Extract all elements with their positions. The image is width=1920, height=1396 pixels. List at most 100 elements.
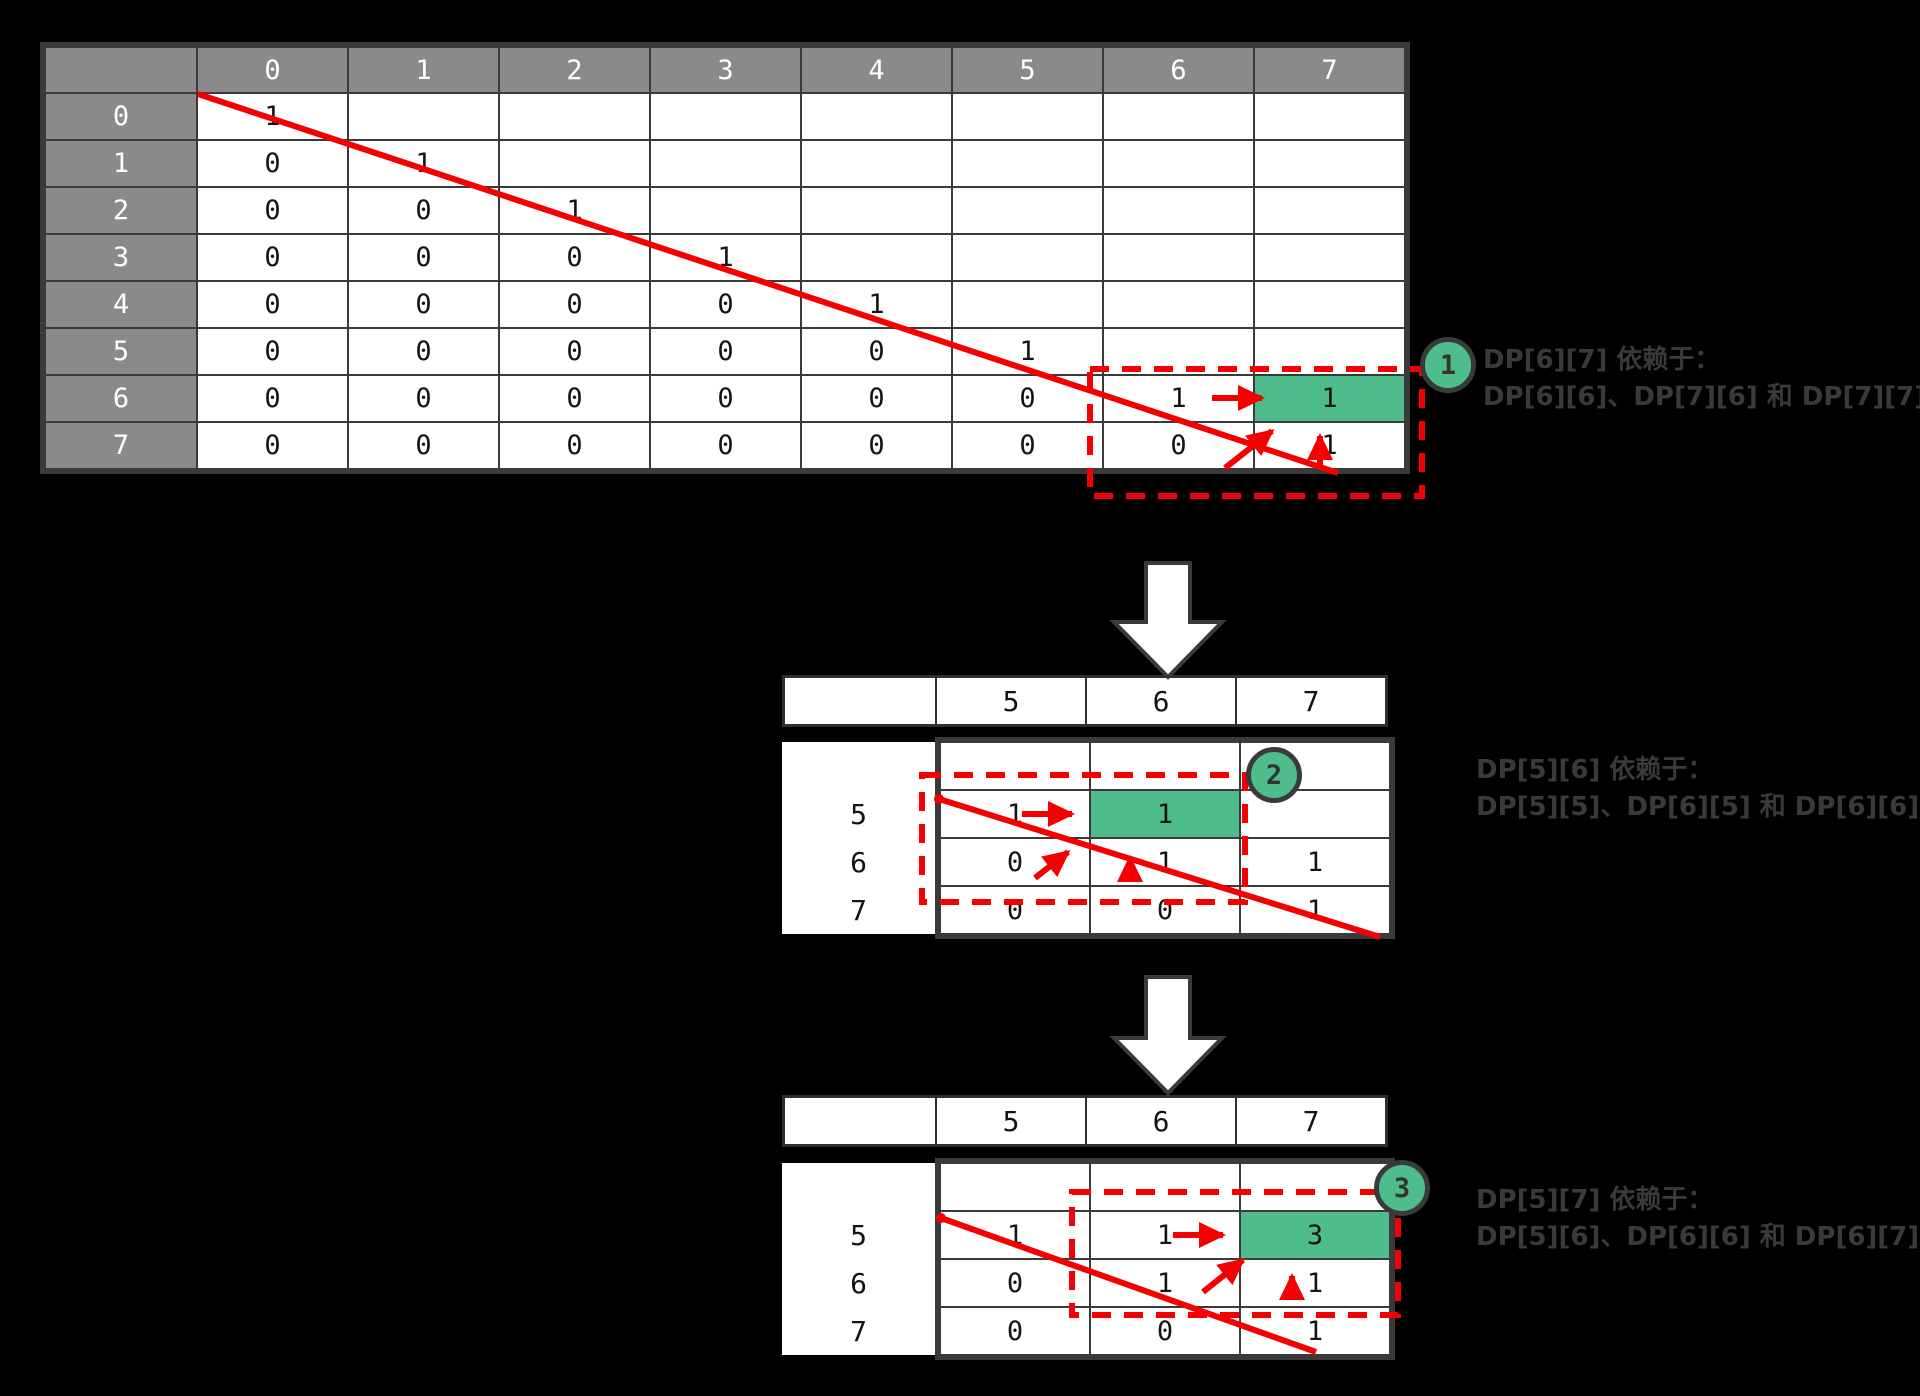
table-cell <box>1103 187 1254 234</box>
row-header-cell: 5 <box>782 790 935 838</box>
dependency-note-line2: DP[5][5]、DP[6][5] 和 DP[6][6] <box>1476 792 1920 822</box>
column-header-cell: 4 <box>801 47 952 93</box>
down-arrow-icon <box>1109 975 1227 1096</box>
table-cell: 0 <box>197 281 348 328</box>
highlighted-cell: 1 <box>1090 790 1240 838</box>
table-cell: 0 <box>197 234 348 281</box>
row-header-cell: 5 <box>45 328 197 375</box>
table-cell <box>952 281 1103 328</box>
table-cell: 0 <box>197 187 348 234</box>
table-cell <box>1254 328 1405 375</box>
table-cell <box>1254 187 1405 234</box>
table-cell: 0 <box>499 375 650 422</box>
column-header-cell: 5 <box>952 47 1103 93</box>
highlighted-cell: 1 <box>1254 375 1405 422</box>
step-badge-number: 3 <box>1393 1172 1411 1204</box>
row-header-cell: 3 <box>45 234 197 281</box>
row-header-cell: 2 <box>45 187 197 234</box>
table-cell: 0 <box>499 422 650 469</box>
table-cell: 0 <box>940 886 1090 934</box>
step-badge: 1 <box>1420 337 1476 393</box>
table-cell <box>801 187 952 234</box>
table-cell: 0 <box>1090 886 1240 934</box>
dependency-note: DP[5][6] 依赖于： DP[5][5]、DP[6][5] 和 DP[6][… <box>1476 752 1919 826</box>
table-cell <box>1254 281 1405 328</box>
column-header-cell: 6 <box>1086 1097 1236 1145</box>
table-cell: 0 <box>197 328 348 375</box>
column-header-cell: 0 <box>197 47 348 93</box>
table-cell: 1 <box>1240 1307 1390 1355</box>
highlighted-cell: 3 <box>1240 1211 1390 1259</box>
table-cell: 1 <box>1103 375 1254 422</box>
table-cell: 0 <box>801 375 952 422</box>
table-cell <box>348 93 499 140</box>
dependency-note-line1: DP[5][6] 依赖于： <box>1476 755 1714 785</box>
row-header-cell: 6 <box>45 375 197 422</box>
table-cell: 1 <box>940 790 1090 838</box>
column-header-cell: 7 <box>1236 1097 1386 1145</box>
table-cell: 0 <box>197 140 348 187</box>
table-cell: 1 <box>348 140 499 187</box>
table-cell: 0 <box>650 422 801 469</box>
table-cell: 0 <box>348 422 499 469</box>
table-cell <box>1103 234 1254 281</box>
table-cell: 1 <box>197 93 348 140</box>
step-badge-number: 1 <box>1439 349 1457 381</box>
down-arrow-icon <box>1109 561 1227 680</box>
column-header-cell: 5 <box>936 1097 1086 1145</box>
column-header-cell: 7 <box>1254 47 1405 93</box>
table-cell <box>1103 328 1254 375</box>
dependency-note-line2: DP[6][6]、DP[7][6] 和 DP[7][7] <box>1483 382 1920 412</box>
column-header-cell: 1 <box>348 47 499 93</box>
table-cell <box>1254 234 1405 281</box>
corner-cell <box>784 1097 936 1145</box>
table-cell <box>650 93 801 140</box>
table-cell: 1 <box>801 281 952 328</box>
table-cell: 0 <box>801 422 952 469</box>
column-header-cell: 7 <box>1236 677 1386 725</box>
table-cell: 1 <box>1240 1259 1390 1307</box>
table-cell <box>952 234 1103 281</box>
step-badge: 3 <box>1374 1160 1430 1216</box>
table-cell <box>499 140 650 187</box>
column-header-cell: 3 <box>650 47 801 93</box>
table-cell <box>1103 281 1254 328</box>
corner-cell <box>45 47 197 93</box>
table-cell: 1 <box>499 187 650 234</box>
corner-cell <box>784 677 936 725</box>
dependency-note: DP[5][7] 依赖于： DP[5][6]、DP[6][6] 和 DP[6][… <box>1476 1182 1919 1256</box>
dependency-note-line2: DP[5][6]、DP[6][6] 和 DP[6][7] <box>1476 1222 1920 1252</box>
table-cell: 0 <box>348 328 499 375</box>
table-cell: 0 <box>348 281 499 328</box>
row-header-cell: 1 <box>45 140 197 187</box>
table-cell <box>1090 742 1240 790</box>
table-cell: 0 <box>940 838 1090 886</box>
table-cell: 0 <box>650 281 801 328</box>
table-cell: 1 <box>650 234 801 281</box>
table-cell <box>801 234 952 281</box>
column-header-cell: 6 <box>1086 677 1236 725</box>
row-header-cell: 6 <box>782 838 935 886</box>
table-cell: 0 <box>650 328 801 375</box>
table-cell: 0 <box>499 328 650 375</box>
row-header-cell: 7 <box>782 1307 935 1355</box>
table-cell <box>940 742 1090 790</box>
table-cell: 0 <box>197 375 348 422</box>
table-cell <box>801 140 952 187</box>
column-header-cell: 5 <box>936 677 1086 725</box>
table-cell: 1 <box>940 1211 1090 1259</box>
table-cell: 0 <box>650 375 801 422</box>
dependency-note-line1: DP[5][7] 依赖于： <box>1476 1185 1714 1215</box>
table-cell <box>1240 1163 1390 1211</box>
table-cell <box>1103 93 1254 140</box>
table-cell: 1 <box>1090 1259 1240 1307</box>
table-cell: 0 <box>952 422 1103 469</box>
table-cell <box>940 1163 1090 1211</box>
table-cell <box>650 187 801 234</box>
